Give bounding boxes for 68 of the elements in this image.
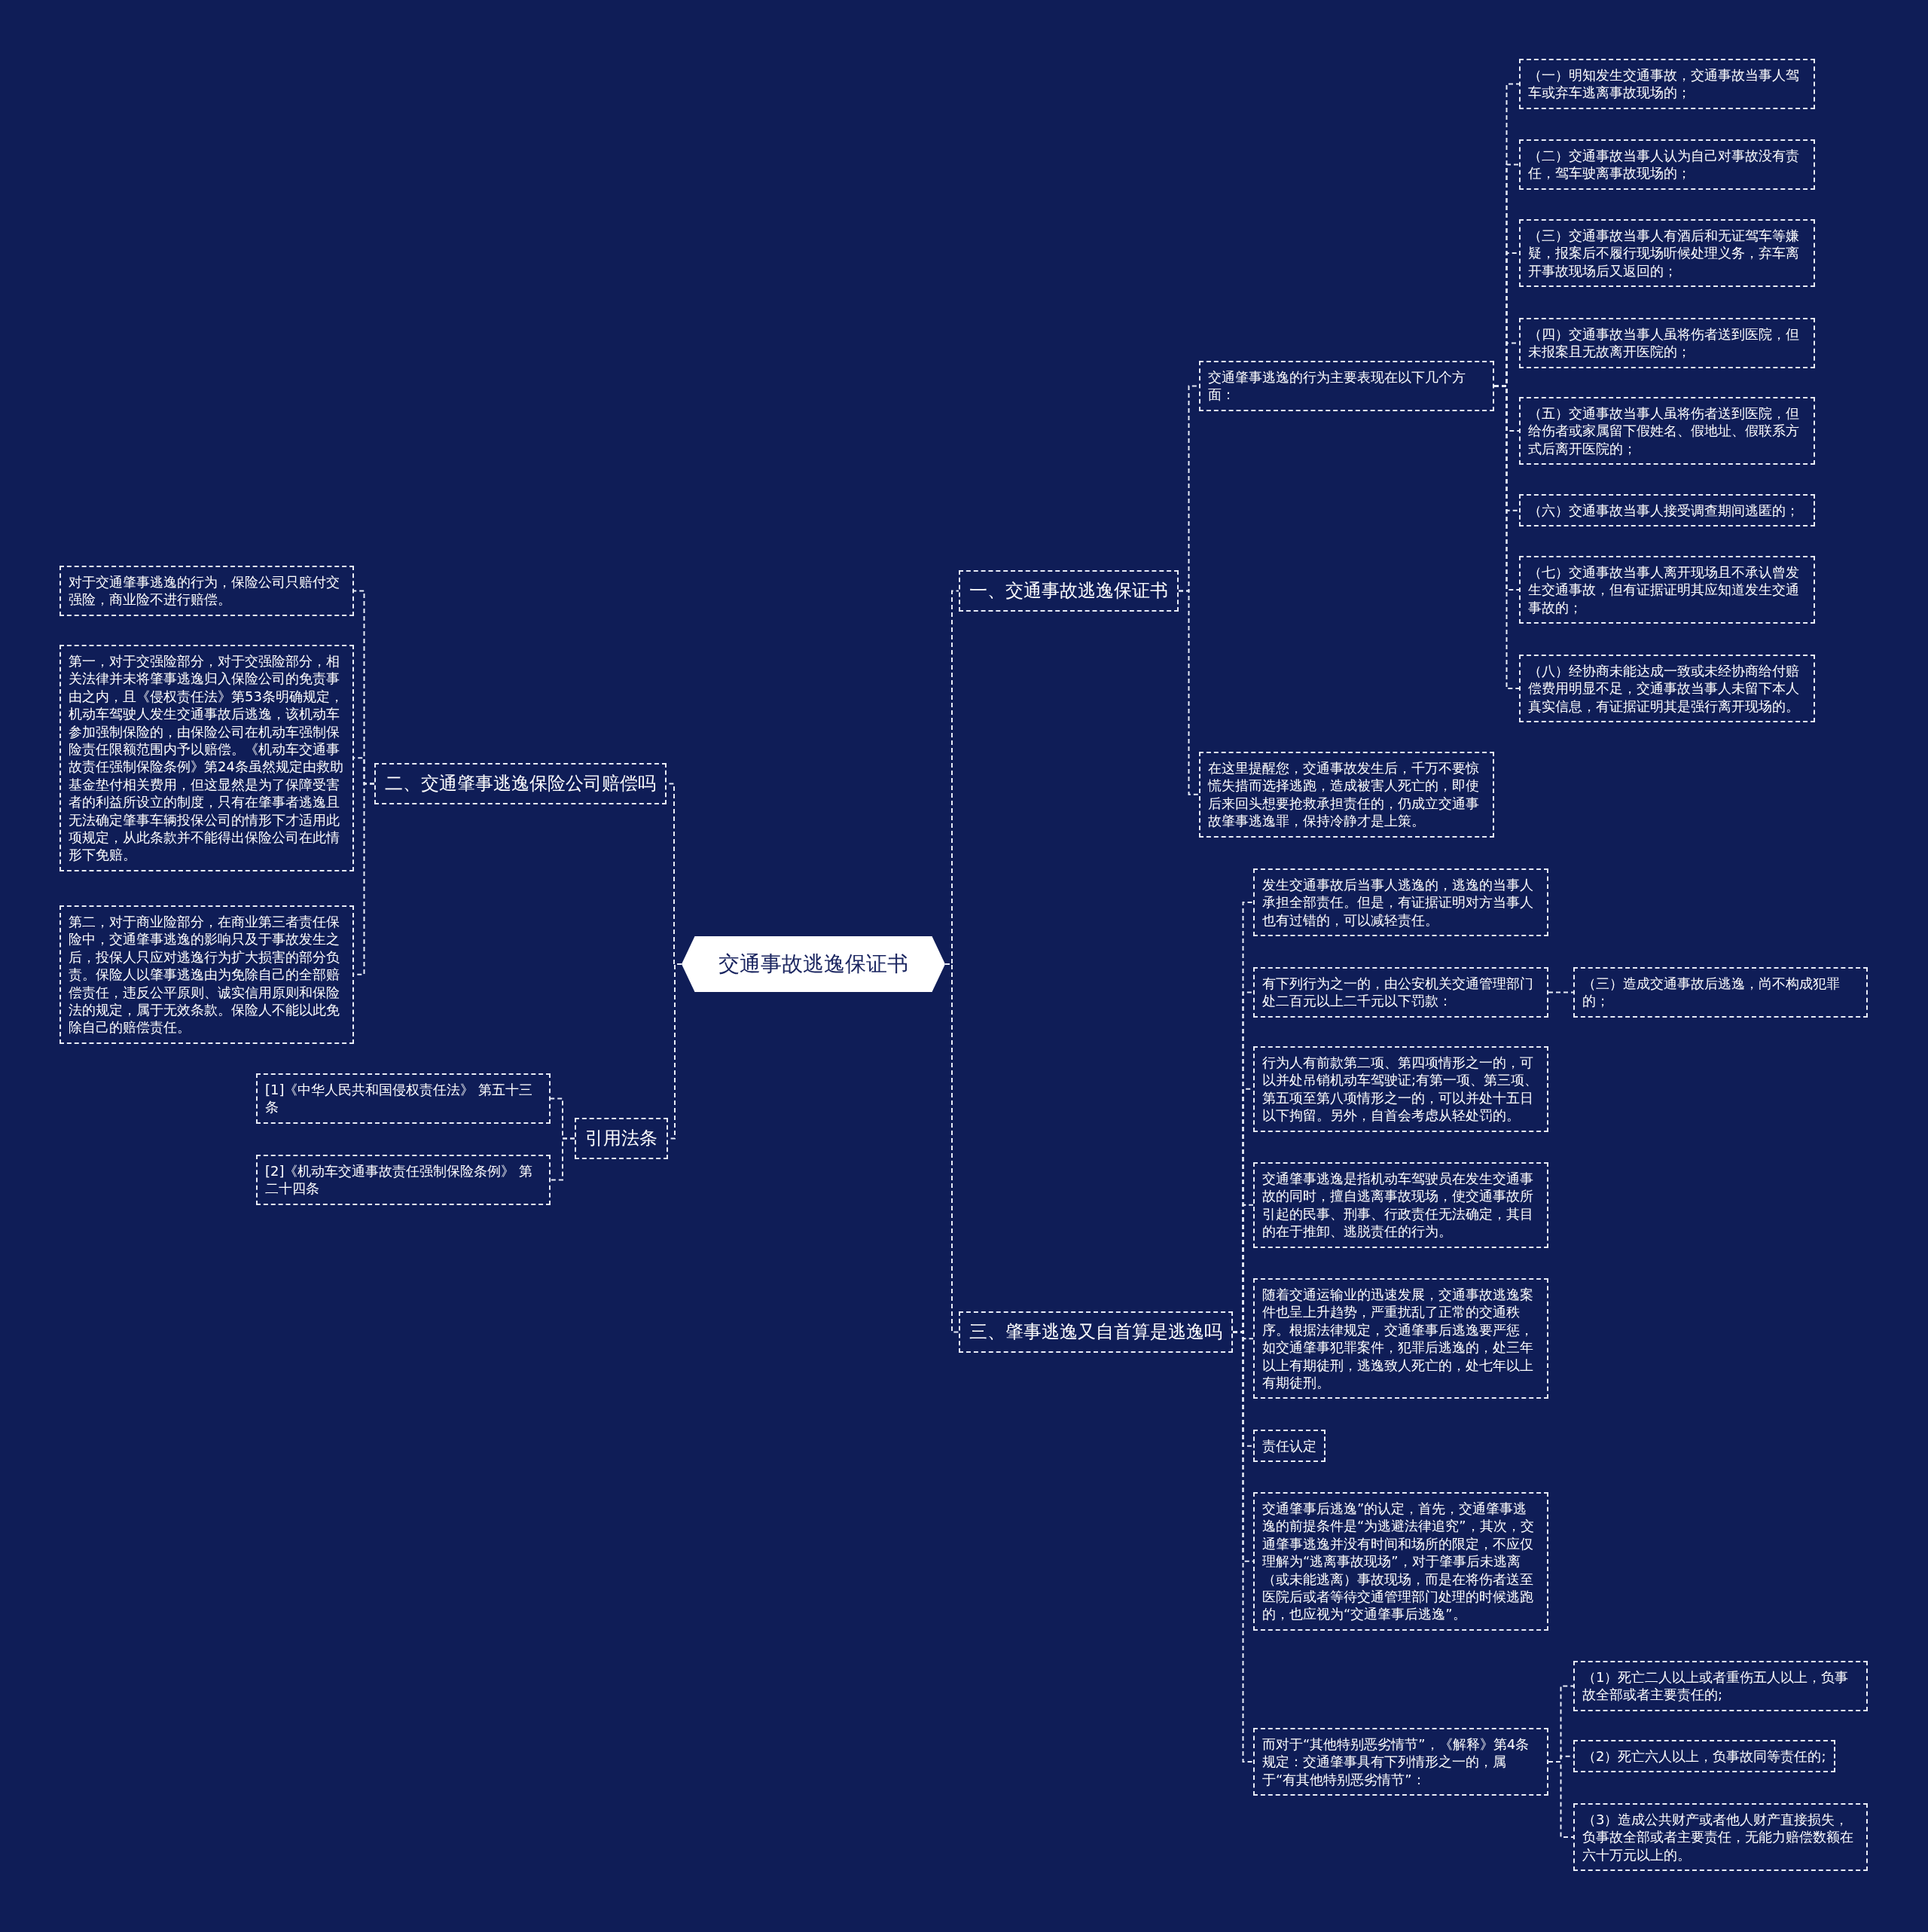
note-text: 发生交通事故后当事人逃逸的，逃逸的当事人承担全部责任。但是，有证据证明对方当事人也有过错的，可以减轻责任。 <box>1262 876 1534 929</box>
note-text: （1）死亡二人以上或者重伤五人以上，负事故全部或者主要责任的; <box>1582 1668 1850 1704</box>
note-box <box>256 1073 551 1124</box>
note-text: 随着交通运输业的迅速发展，交通事故逃逸案件也呈上升趋势，严重扰乱了正常的交通秩序。根据法律规定，交通肇事后逃逸要严惩，如交通肇事犯罪案件，犯罪后逃逸的，处三年以上有期徒刑，逃逸致人死亡的，处七年以上有期徒刑。 <box>1262 1286 1534 1392</box>
note-text: 有下列行为之一的，由公安机关交通管理部门处二百元以上二千元以下罚款： <box>1262 975 1534 1010</box>
note-text: 交通肇事逃逸是指机动车驾驶员在发生交通事故的同时，擅自逃离事故现场，使交通事故所引起的民事、刑事、行政责任无法确定，其目的在于推卸、逃脱责任的行为。 <box>1262 1170 1534 1241</box>
note-text: （三）交通事故当事人有酒后和无证驾车等嫌疑，报案后不履行现场听候处理义务，弃车离开事故现场后又返回的； <box>1528 227 1800 280</box>
note-box <box>1199 752 1494 838</box>
note-box <box>1253 1492 1548 1631</box>
note-box <box>256 1155 551 1205</box>
note-text: （一）明知发生交通事故，交通事故当事人驾车或弃车逃离事故现场的； <box>1528 66 1800 102</box>
topic-text: 引用法条 <box>585 1127 657 1150</box>
note-text: [1]《中华人民共和国侵权责任法》 第五十三条 <box>265 1081 534 1116</box>
note-box <box>1519 139 1815 190</box>
note-text: 在这里提醒您，交通事故发生后，千万不要惊慌失措而选择逃跑，造成被害人死亡的，即使后来回头想要抢救承担责任的，仍成立交通事故肇事逃逸罪，保持冷静才是上策。 <box>1208 759 1480 830</box>
note-text: （三）造成交通事故后逃逸，尚不构成犯罪的； <box>1582 975 1841 1010</box>
topic-text: 二、交通肇事逃逸保险公司赔偿吗 <box>385 772 656 795</box>
note-box <box>1573 1740 1835 1773</box>
note-text: 第二，对于商业险部分，在商业第三者责任保险中，交通肇事逃逸的影响只及于事故发生之后，投保人只应对逃逸行为扩大损害的部分负责。保险人以肇事逃逸由为免除自己的全部赔偿责任，违反公平原则、诚实信用原则和保险法的规定，属于无效条款。保险人不能以此免除自己的赔偿责任。 <box>69 913 340 1036</box>
note-text: （3）造成公共财产或者他人财产直接损失，负事故全部或者主要责任，无能力赔偿数额在六十万元以上的。 <box>1582 1811 1854 1864</box>
note-box <box>1519 318 1815 368</box>
topic-box <box>374 763 667 805</box>
note-text: [2]《机动车交通事故责任强制保险条例》 第二十四条 <box>265 1162 534 1198</box>
topic-text: 三、肇事逃逸又自首算是逃逸吗 <box>969 1320 1222 1344</box>
note-text: （八）经协商未能达成一致或未经协商给付赔偿费用明显不足，交通事故当事人未留下本人真实信息，有证据证明其是强行离开现场的。 <box>1528 662 1800 716</box>
note-box <box>1253 1728 1548 1796</box>
central-topic-text: 交通事故逃逸保证书 <box>718 951 909 978</box>
connector-line <box>1548 1761 1574 1839</box>
note-box <box>1199 361 1494 411</box>
note-text: 交通肇事后逃逸”的认定，首先，交通肇事逃逸的前提条件是“为逃避法律追究”，其次，交通肇事逃逸并没有时间和场所的限定，不应仅理解为“逃离事故现场”，对于肇事后未逃离（或未能逃离）事故现场，而是在将伤者送至医院后或者等待交通管理部门处理的时候逃跑的，也应视为“交通肇事后逃逸”。 <box>1262 1500 1535 1623</box>
note-text: 交通肇事逃逸的行为主要表现在以下几个方面： <box>1208 368 1466 404</box>
note-box <box>1253 1430 1326 1463</box>
connector-line <box>550 1137 575 1181</box>
note-text: 责任认定 <box>1262 1437 1316 1455</box>
note-text: （二）交通事故当事人认为自己对事故没有责任，驾车驶离事故现场的； <box>1528 147 1800 182</box>
note-box <box>1253 1162 1548 1248</box>
note-box <box>1519 556 1815 624</box>
note-box <box>1253 1278 1548 1399</box>
note-text: （2）死亡六人以上，负事故同等责任的; <box>1582 1747 1826 1766</box>
connector-line <box>1232 1331 1254 1763</box>
note-box <box>1573 967 1868 1018</box>
note-box <box>1253 868 1548 937</box>
note-box <box>1253 967 1548 1018</box>
note-text: （四）交通事故当事人虽将伤者送到医院，但未报案且无故离开医院的； <box>1528 325 1800 361</box>
topic-box <box>575 1118 668 1160</box>
connector-line <box>1178 590 1200 795</box>
note-text: （五）交通事故当事人虽将伤者送到医院，但给伤者或家属留下假姓名、假地址、假联系方式后离开医院的； <box>1528 404 1800 458</box>
connector-line <box>1493 385 1520 690</box>
note-box <box>1519 655 1815 723</box>
note-box <box>1519 59 1815 109</box>
note-text: 行为人有前款第二项、第四项情形之一的，可以并处吊销机动车驾驶证;有第一项、第三项、第五项至第八项情形之一的，可以并处十五日以下拘留。另外，自首会考虑从轻处罚的。 <box>1262 1054 1539 1125</box>
note-box <box>59 905 354 1044</box>
note-box <box>1519 219 1815 288</box>
topic-box <box>959 1311 1233 1354</box>
note-box <box>1519 494 1815 527</box>
topic-box <box>959 570 1179 612</box>
note-box <box>59 566 354 616</box>
note-text: （七）交通事故当事人离开现场且不承认曾发生交通事故，但有证据证明其应知道发生交通事故的； <box>1528 563 1800 617</box>
note-box <box>1519 397 1815 465</box>
note-text: 第一，对于交强险部分，对于交强险部分，相关法律并未将肇事逃逸归入保险公司的免责事由之内，且《侵权责任法》第53条明确规定，机动车驾驶人发生交通事故后逃逸，该机动车参加强制保险的，由保险公司在机动车强制保险责任限额范围内予以赔偿。《机动车交通事故责任强制保险条例》第24条虽然规定由救助基金垫付相关费用，但这显然是为了保障受害者的利益所设立的制度，只有在肇事者逃逸且无法确定肇事车辆投保公司的情形下才适用此项规定，从此条款并不能得出保险公司在此情形下免赔。 <box>69 652 344 864</box>
note-text: （六）交通事故当事人接受调查期间逃匿的； <box>1528 502 1800 520</box>
connector-line <box>1548 991 1574 993</box>
note-text: 对于交通肇事逃逸的行为，保险公司只赔付交强险，商业险不进行赔偿。 <box>69 573 340 609</box>
note-box <box>1573 1661 1868 1711</box>
note-box <box>1253 1046 1548 1132</box>
topic-text: 一、交通事故逃逸保证书 <box>969 579 1168 603</box>
note-box <box>1573 1803 1868 1872</box>
note-text: 而对于“其他特别恶劣情节”，《解释》第4条规定：交通肇事具有下列情形之一的，属于“有其他特别恶劣情节”： <box>1262 1735 1530 1789</box>
